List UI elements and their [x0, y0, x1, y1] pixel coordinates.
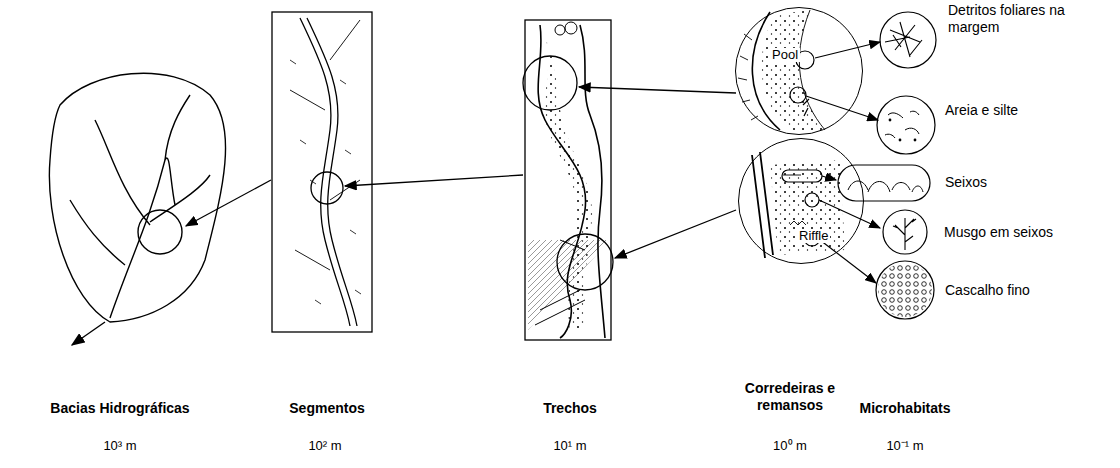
- habitat-name: Riffle: [797, 229, 830, 243]
- scale-name: Bacias Hidrográficas: [20, 400, 220, 417]
- habitat-name: Pool: [770, 48, 800, 62]
- scale-size: 10² m: [285, 438, 365, 454]
- scale-size: 10¹ m: [530, 438, 610, 454]
- microhabitat-circles: [838, 12, 936, 319]
- microhabitat-label: Areia e silte: [945, 102, 1105, 119]
- pool-riffle-detail: [738, 10, 880, 283]
- scale-size: 10⁻¹ m: [865, 438, 945, 454]
- zoom-circle: Pool: [735, 7, 863, 135]
- microhabitat-label: Seixos: [945, 174, 1105, 191]
- microhabitat-label: Detritos foliares na margem: [948, 2, 1078, 36]
- microhabitat-label: Cascalho fino: [945, 282, 1105, 299]
- segment-panel: [186, 12, 372, 332]
- scale-name: Corredeiras e remansos: [730, 380, 850, 414]
- scale-name: Segmentos: [262, 400, 392, 417]
- scale-name: Microhabitats: [845, 400, 965, 417]
- reach-panel: [345, 20, 736, 340]
- zoom-circle: Riffle: [738, 138, 864, 264]
- microhabitat-label: Musgo em seixos: [944, 224, 1114, 241]
- scale-name: Trechos: [510, 400, 630, 417]
- watershed: [49, 73, 225, 345]
- scale-size: 10³ m: [80, 438, 160, 454]
- scale-size: 10⁰ m: [750, 438, 830, 454]
